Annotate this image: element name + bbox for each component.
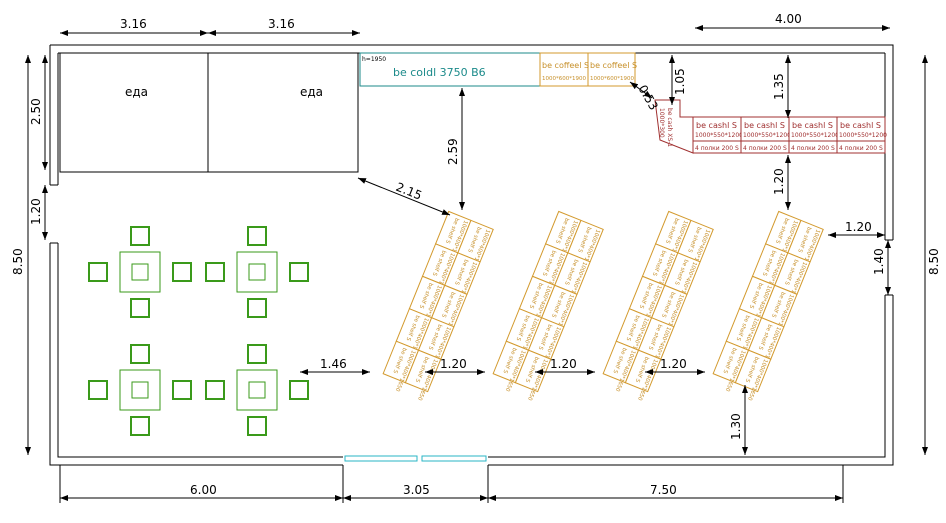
tables bbox=[88, 226, 309, 436]
chair bbox=[130, 226, 150, 246]
chair bbox=[88, 262, 108, 282]
dimension-label: 4.00 bbox=[775, 12, 802, 26]
cash-label: be cashl S bbox=[744, 121, 785, 130]
dimension-label: 2.15 bbox=[394, 180, 424, 203]
food-zone-label: еда bbox=[300, 85, 323, 99]
chair bbox=[130, 344, 150, 364]
cold-label: be coldl 3750 B6 bbox=[393, 66, 486, 79]
chair bbox=[247, 226, 267, 246]
dimension-label: 1.20 bbox=[29, 198, 43, 225]
table-set bbox=[205, 226, 309, 318]
dimension-label: 3.16 bbox=[120, 17, 147, 31]
dimension-label: 6.00 bbox=[190, 483, 217, 497]
svg-text:1000*550*1200: 1000*550*1200 bbox=[839, 132, 887, 139]
svg-text:be coffeel S: be coffeel S bbox=[590, 61, 637, 70]
food-zone-label: еда bbox=[125, 85, 148, 99]
chair bbox=[88, 380, 108, 400]
svg-text:4 полки 200 S: 4 полки 200 S bbox=[743, 145, 787, 152]
dimension-label: 1.20 bbox=[660, 357, 687, 371]
cash-desk bbox=[836, 116, 886, 154]
dimension-label: 8.50 bbox=[11, 248, 25, 275]
cash-desks: be cash XS-1 1000*300 be cashl S1000*550… bbox=[654, 99, 887, 154]
dimension-label: 8.50 bbox=[927, 248, 941, 275]
dimension-line bbox=[629, 81, 653, 99]
svg-text:4 полки 200 S: 4 полки 200 S bbox=[695, 145, 739, 152]
dimension-label: 1.20 bbox=[550, 357, 577, 371]
chair bbox=[289, 262, 309, 282]
chair bbox=[247, 416, 267, 436]
chair bbox=[205, 380, 225, 400]
dimension-label: 1.20 bbox=[845, 220, 872, 234]
dimension-line bbox=[357, 177, 451, 216]
dimension-label: 1.46 bbox=[320, 357, 347, 371]
svg-text:1000*600*1900: 1000*600*1900 bbox=[590, 76, 634, 82]
chair bbox=[205, 262, 225, 282]
dimension-label: 1.35 bbox=[772, 73, 786, 100]
cash-label: be cashl S bbox=[792, 121, 833, 130]
height-note: h=1950 bbox=[362, 56, 386, 63]
svg-text:4 полки 200 S: 4 полки 200 S bbox=[791, 145, 835, 152]
chair bbox=[172, 262, 192, 282]
chair bbox=[289, 380, 309, 400]
chair bbox=[247, 344, 267, 364]
chair bbox=[130, 298, 150, 318]
chair bbox=[130, 416, 150, 436]
svg-text:1000*300: 1000*300 bbox=[658, 108, 665, 138]
dimension-label: 2.59 bbox=[446, 138, 460, 165]
dimension-label: 1.20 bbox=[440, 357, 467, 371]
cash-desk bbox=[788, 116, 838, 154]
cold-fridge: h=1950 be coldl 3750 B6 bbox=[359, 52, 541, 87]
table-set bbox=[88, 344, 192, 436]
svg-text:1000*600*1900: 1000*600*1900 bbox=[542, 76, 586, 82]
dimension-label: 7.50 bbox=[650, 483, 677, 497]
svg-text:4 полки 200 S: 4 полки 200 S bbox=[839, 145, 883, 152]
svg-text:1000*550*1200: 1000*550*1200 bbox=[695, 132, 743, 139]
chair bbox=[172, 380, 192, 400]
dimension-label: 3.16 bbox=[268, 17, 295, 31]
svg-text:be cash XS-1: be cash XS-1 bbox=[666, 108, 673, 147]
dimension-label: 1.40 bbox=[872, 248, 886, 275]
svg-text:1000*550*1200: 1000*550*1200 bbox=[743, 132, 791, 139]
cash-desk bbox=[692, 116, 742, 154]
food-zones: еда еда bbox=[59, 52, 359, 173]
svg-text:be coffeel S: be coffeel S bbox=[542, 61, 589, 70]
dimension-label: 3.05 bbox=[403, 483, 430, 497]
table-set bbox=[205, 344, 309, 436]
dimension-label: 2.50 bbox=[29, 98, 43, 125]
entrance-window bbox=[344, 455, 487, 462]
dimension-label: 1.30 bbox=[729, 413, 743, 440]
cash-label: be cashl S bbox=[840, 121, 881, 130]
dimension-label: 1.20 bbox=[772, 168, 786, 195]
svg-text:1000*550*1200: 1000*550*1200 bbox=[791, 132, 839, 139]
dimension-label: 1.05 bbox=[673, 68, 687, 95]
cash-label: be cashl S bbox=[696, 121, 737, 130]
chair bbox=[247, 298, 267, 318]
table-set bbox=[88, 226, 192, 318]
